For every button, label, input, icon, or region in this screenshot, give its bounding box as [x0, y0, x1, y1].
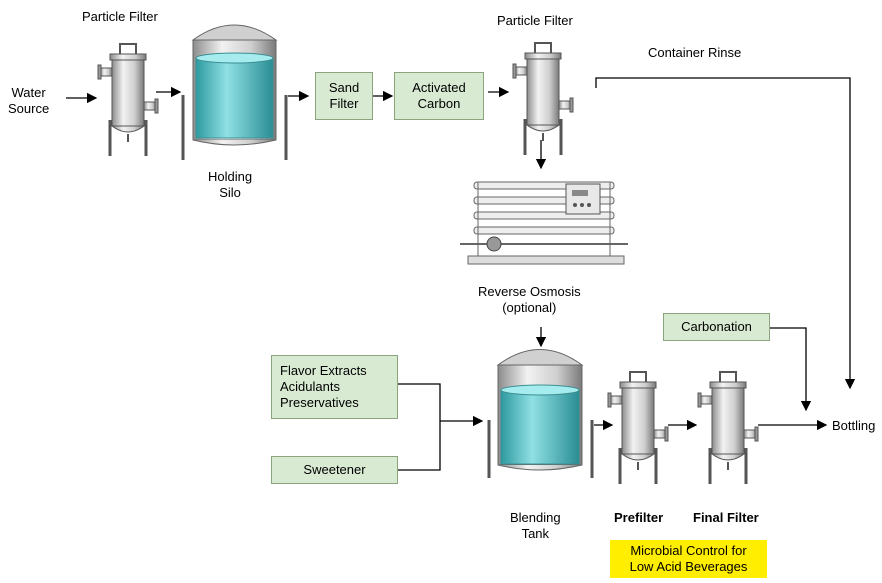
label-holding-silo: Holding Silo: [208, 169, 252, 201]
flavor-extracts-box: Flavor Extracts Acidulants Preservatives: [271, 355, 398, 419]
sweetener-box: Sweetener: [271, 456, 398, 484]
arrow-container-rinse: [595, 77, 856, 390]
reverse-osmosis-unit: [460, 181, 628, 265]
label-reverse-osmosis: Reverse Osmosis (optional): [478, 284, 581, 316]
holding-silo-line-2: Silo: [219, 185, 241, 200]
sand-filter-box: Sand Filter: [315, 72, 373, 120]
label-container-rinse: Container Rinse: [648, 45, 742, 60]
flavor-line-1: Flavor Extracts: [280, 363, 367, 378]
water-source-line-2: Source: [8, 101, 50, 116]
label-particle-filter-1: Particle Filter: [82, 9, 158, 24]
activated-carbon-box: Activated Carbon: [394, 72, 484, 120]
reverse-osmosis-line-2: (optional): [502, 300, 557, 315]
microbial-line-1: Microbial Control for: [630, 543, 747, 558]
carbonation-box: Carbonation: [663, 313, 770, 341]
label-bottling: Bottling: [832, 418, 876, 433]
particle-filter-2-vessel: [511, 41, 575, 157]
prefilter-vessel: [606, 370, 670, 486]
sand-filter-line-2: Filter: [329, 96, 359, 111]
label-prefilter: Prefilter: [614, 510, 664, 525]
activated-carbon-line-2: Carbon: [417, 96, 461, 111]
blending-tank-line-1: Blending: [510, 510, 561, 525]
microbial-control-note: Microbial Control for Low Acid Beverages: [610, 540, 767, 578]
flavor-line-2: Acidulants: [280, 379, 340, 394]
flow-arrows: [66, 77, 856, 471]
label-particle-filter-2: Particle Filter: [497, 13, 573, 28]
microbial-line-2: Low Acid Beverages: [629, 559, 748, 574]
flavor-line-3: Preservatives: [280, 395, 359, 410]
label-final-filter: Final Filter: [693, 510, 759, 525]
label-blending-tank: Blending Tank: [510, 510, 561, 542]
water-source-line-1: Water: [11, 85, 46, 100]
reverse-osmosis-line-1: Reverse Osmosis: [478, 284, 581, 299]
particle-filter-1-vessel: [96, 42, 160, 158]
sand-filter-line-1: Sand: [328, 80, 360, 95]
bracket-ingredients: [398, 383, 441, 471]
arrow-carbonation: [770, 327, 812, 412]
holding-silo-line-1: Holding: [208, 169, 253, 184]
final-filter-vessel: [696, 370, 760, 486]
label-water-source: Water Source: [8, 85, 49, 117]
holding-silo-vessel: [181, 24, 288, 160]
activated-carbon-line-1: Activated: [412, 80, 466, 95]
blending-tank-vessel: [487, 349, 594, 478]
blending-tank-line-2: Tank: [521, 526, 550, 541]
